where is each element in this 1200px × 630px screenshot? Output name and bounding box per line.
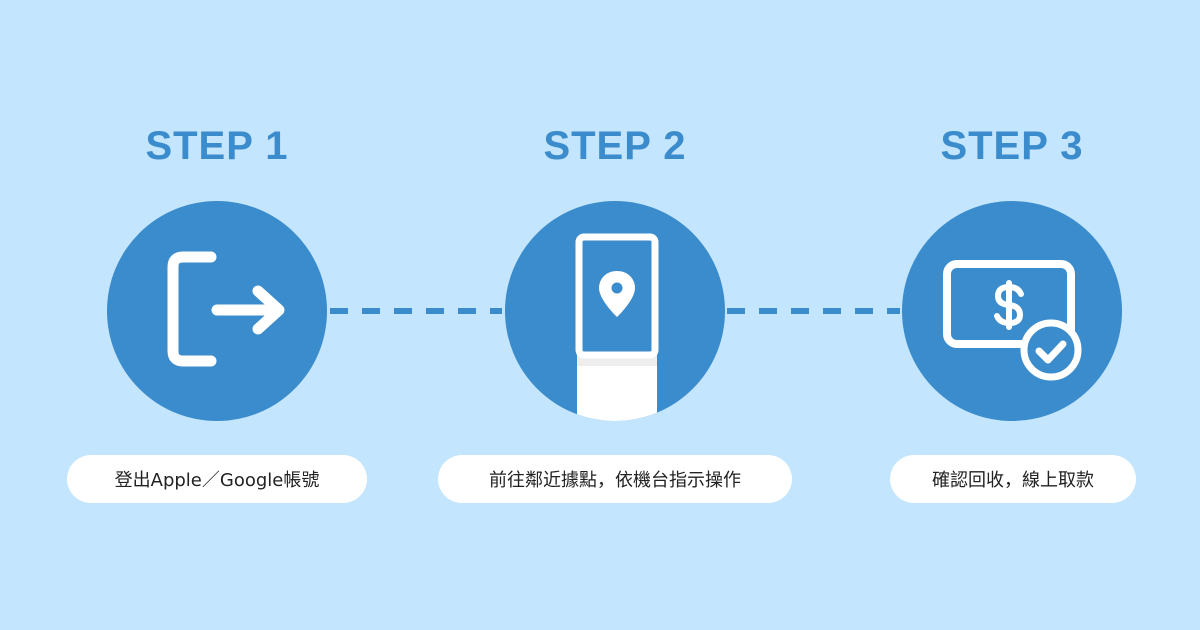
cash-check-icon <box>943 260 1082 381</box>
step-1-circle <box>107 201 327 421</box>
step-2-title: STEP 2 <box>543 124 687 168</box>
step-3-description: 確認回收，線上取款 <box>890 455 1136 503</box>
step-3: STEP 3 確認回收，線上取款 <box>852 0 1172 630</box>
step-3-circle <box>902 201 1122 421</box>
step-1-description: 登出Apple／Google帳號 <box>67 455 367 503</box>
step-2-circle <box>505 201 725 421</box>
step-1-title: STEP 1 <box>145 124 289 168</box>
logout-icon <box>167 251 285 367</box>
kiosk-location-icon <box>575 233 659 421</box>
step-3-title: STEP 3 <box>940 124 1084 168</box>
step-2-description: 前往鄰近據點，依機台指示操作 <box>438 455 792 503</box>
step-1: STEP 1 登出Apple／Google帳號 <box>57 0 377 630</box>
step-2: STEP 2 前往鄰近據點，依機台指示操作 <box>438 0 792 630</box>
